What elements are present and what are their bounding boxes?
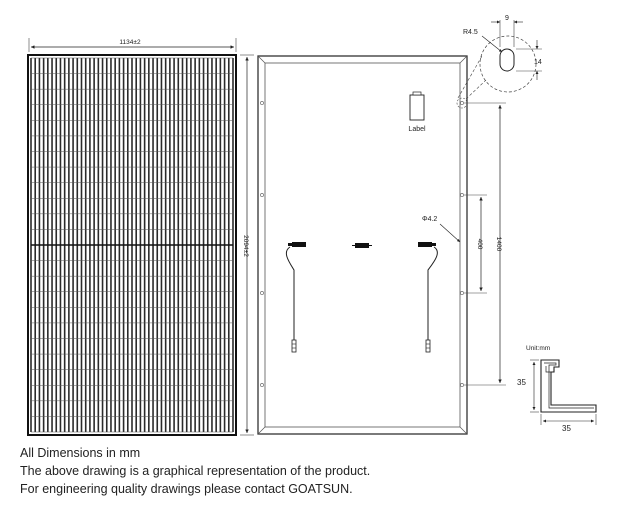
frame-height-dim: 35 (517, 378, 526, 387)
back-frame-inner (264, 62, 461, 428)
cable-left (285, 246, 295, 340)
back-view: Label Φ4.2 400 1400 (257, 55, 506, 435)
note-representation: The above drawing is a graphical represe… (20, 464, 371, 478)
note-dimensions: All Dimensions in mm (20, 446, 141, 460)
label-icon (409, 91, 425, 121)
notes-block: All Dimensions in mm The above drawing i… (20, 444, 370, 498)
slot-shape (499, 48, 515, 72)
label-text: Label (408, 126, 426, 133)
panel-drawing: 1134±2 2094±2 Label (27, 15, 597, 436)
junction-box-left (292, 242, 306, 247)
detail-circle (479, 35, 537, 93)
mount-spacing-dim: 1400 (495, 237, 502, 252)
slot-width-dim: 9 (505, 15, 509, 22)
front-height-dim: 2094±2 (242, 235, 249, 257)
slot-detail-view: 9 14 R4.5 (456, 15, 542, 109)
front-view: 1134±2 2094±2 (27, 38, 254, 436)
note-contact: For engineering quality drawings please … (20, 482, 353, 496)
connector-right (425, 339, 431, 353)
junction-box-center (355, 243, 369, 248)
solar-cell-grid (30, 57, 234, 433)
frame-width-dim: 35 (562, 424, 571, 433)
slot-radius-dim: R4.5 (463, 29, 478, 36)
front-width-dim: 1134±2 (119, 39, 141, 46)
frame-holes (260, 101, 464, 387)
cable-right (427, 246, 438, 340)
frame-section-view: Unit:mm 35 35 (517, 345, 597, 433)
connector-left (291, 339, 297, 353)
hole-diameter-dim: Φ4.2 (422, 216, 437, 223)
junction-box-right (418, 242, 432, 247)
hole-spacing-dim: 400 (476, 239, 483, 250)
unit-label: Unit:mm (526, 345, 550, 352)
slot-height-dim: 14 (534, 59, 542, 66)
